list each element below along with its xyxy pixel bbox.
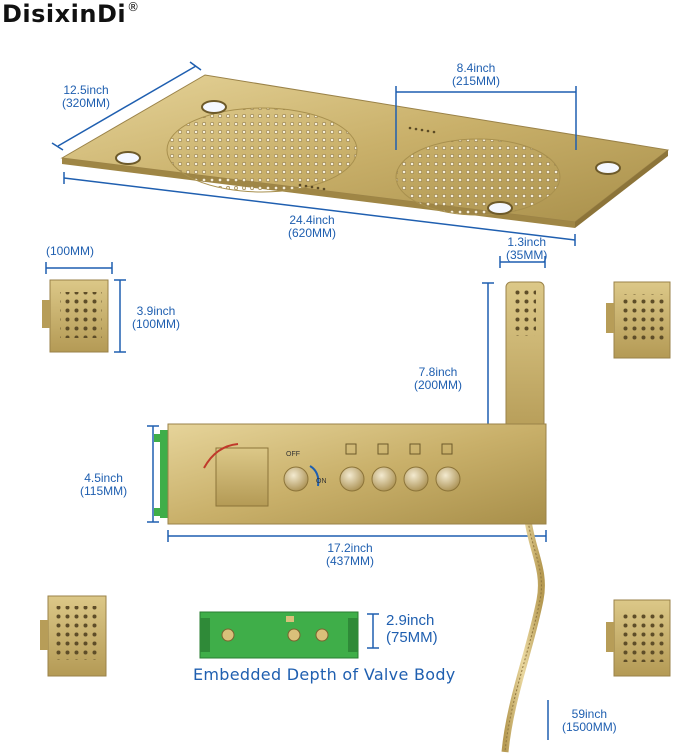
hose-length-inch: 59inch — [571, 707, 608, 721]
body-jet-bottom-left — [40, 595, 107, 677]
valve-depth-caption: Embedded Depth of Valve Body — [193, 665, 456, 684]
dimension-lines — [45, 61, 577, 740]
round-head-dimension: 8.4inch (215MM) — [452, 62, 500, 88]
green-mounting-frame — [160, 430, 168, 518]
led-light — [595, 161, 621, 175]
led-light — [201, 100, 227, 114]
diverter-knob — [339, 466, 365, 492]
thermostat-handle — [215, 447, 269, 507]
diverter-knob — [435, 466, 461, 492]
valve-depth-inch: 2.9inch — [386, 612, 435, 629]
jet-height-dimension: 3.9inch (100MM) — [132, 305, 180, 331]
round-head-mm: (215MM) — [452, 74, 501, 88]
on-off-knob — [283, 466, 309, 492]
handle-length-inch: 7.8inch — [418, 365, 458, 379]
rain-shower-panel — [60, 74, 670, 228]
round-head-inch: 8.4inch — [456, 61, 496, 75]
rain-head-left — [166, 107, 358, 193]
valve-body — [199, 611, 359, 659]
panel-height-inch: 4.5inch — [84, 471, 123, 485]
rain-width-mm: (620MM) — [288, 226, 337, 240]
handle-length-dimension: 7.8inch (200MM) — [414, 366, 462, 392]
panel-width-inch: 17.2inch — [327, 541, 373, 555]
handle-length-mm: (200MM) — [414, 378, 463, 392]
handle-width-dimension: 1.3inch (35MM) — [506, 236, 547, 262]
rain-head-right — [395, 138, 561, 216]
handle-width-mm: (35MM) — [506, 248, 548, 262]
diverter-knob — [403, 466, 429, 492]
control-panel: OFF ON — [154, 423, 547, 525]
trademark-symbol: ® — [127, 0, 140, 14]
diverter-knob — [371, 466, 397, 492]
led-light — [487, 201, 513, 215]
off-label: OFF — [286, 451, 300, 458]
body-jet-top-right — [606, 281, 671, 359]
body-jet-bottom-right — [606, 599, 671, 677]
panel-height-mm: (115MM) — [80, 484, 128, 498]
valve-depth-dimension: 2.9inch (75MM) — [386, 612, 438, 646]
brand-logo: DisixinDi® — [2, 0, 140, 28]
rain-width-inch: 24.4inch — [289, 213, 335, 227]
panel-height-dimension: 4.5inch (115MM) — [80, 472, 127, 498]
rain-depth-inch: 12.5inch — [63, 83, 109, 97]
on-label: ON — [316, 478, 327, 485]
rain-depth-dimension: 12.5inch (320MM) — [62, 84, 110, 110]
hose-length-dimension: 59inch (1500MM) — [562, 708, 617, 734]
brand-name: DisixinDi — [2, 0, 127, 28]
panel-width-mm: (437MM) — [326, 554, 375, 568]
rain-depth-mm: (320MM) — [62, 96, 111, 110]
panel-width-dimension: 17.2inch (437MM) — [326, 542, 374, 568]
hose-length-mm: (1500MM) — [562, 720, 617, 734]
jet-height-inch: 3.9inch — [136, 304, 176, 318]
valve-depth-mm: (75MM) — [386, 629, 438, 646]
handle-width-inch: 1.3inch — [507, 235, 547, 249]
jet-width-mm: (100MM) — [46, 244, 95, 258]
jet-width-dimension: (100MM) — [46, 245, 94, 258]
body-jet-top-left — [42, 279, 109, 353]
led-light — [115, 151, 141, 165]
rain-width-dimension: 24.4inch (620MM) — [288, 214, 336, 240]
jet-height-mm: (100MM) — [132, 317, 181, 331]
